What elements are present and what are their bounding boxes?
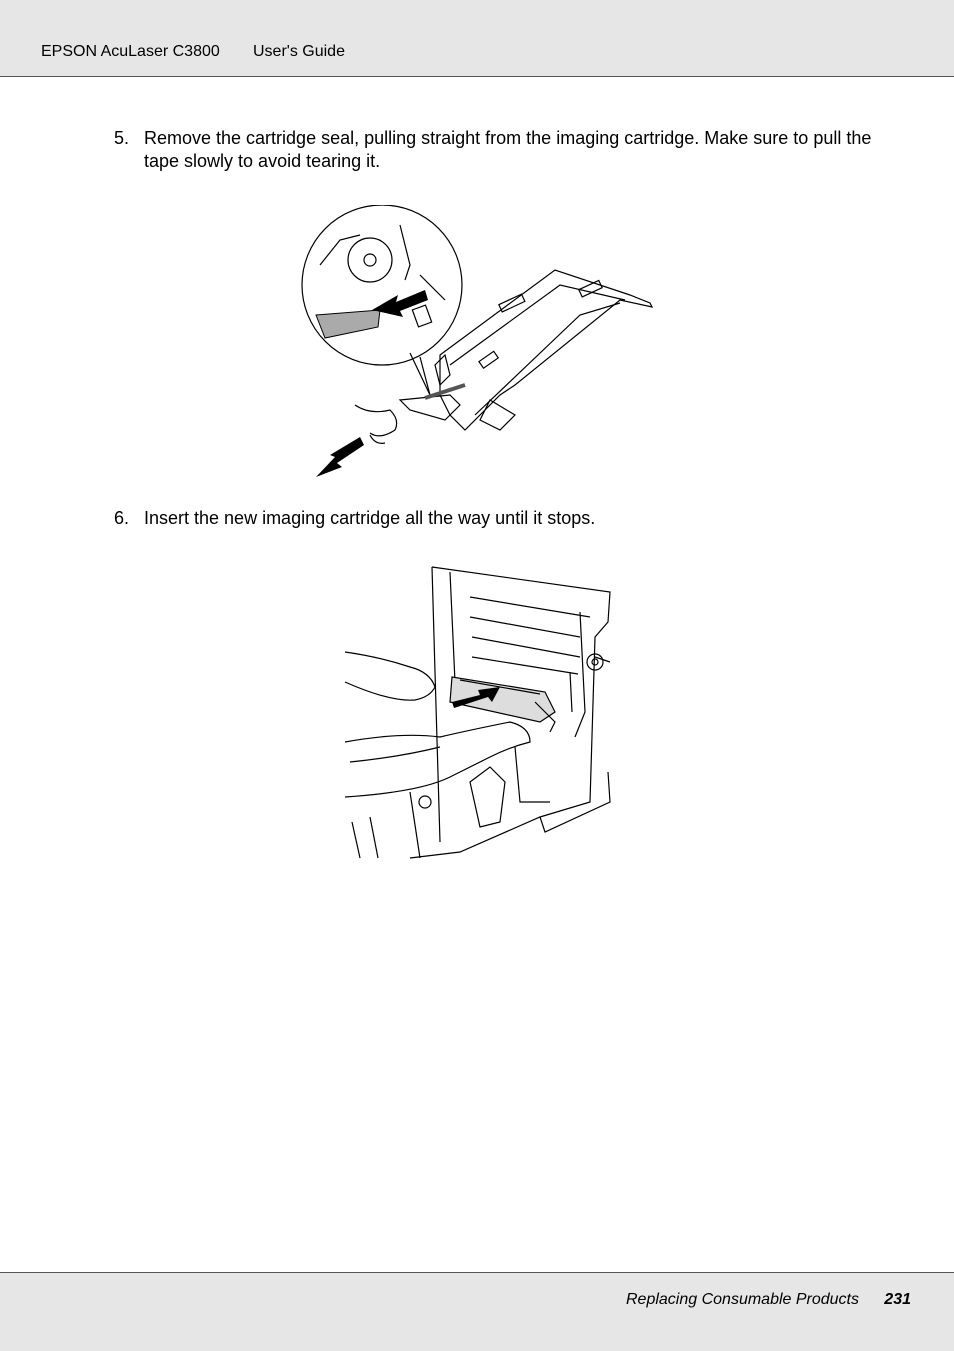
page-footer: Replacing Consumable Products 231 [0,1272,954,1351]
page-number: 231 [884,1291,911,1308]
guide-title: User's Guide [253,43,345,60]
step-text: Insert the new imaging cartridge all the… [144,508,596,528]
page-header: EPSON AcuLaser C3800 User's Guide [0,0,954,77]
product-name: EPSON AcuLaser C3800 [41,43,220,60]
section-title: Replacing Consumable Products [625,1291,859,1308]
cartridge-seal-illustration [301,205,654,477]
step-number: 5. [114,128,130,148]
step-text: Remove the cartridge seal, pulling strai… [144,128,872,171]
insert-cartridge-illustration [344,566,611,859]
step-number: 6. [114,508,130,528]
